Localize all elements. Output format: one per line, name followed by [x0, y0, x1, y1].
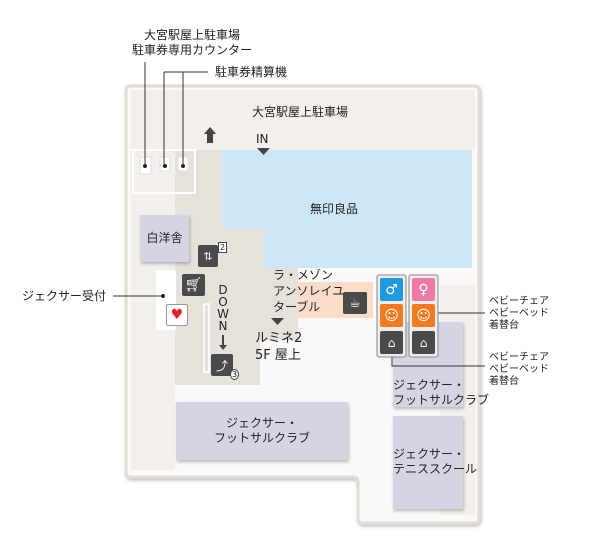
aed-icon[interactable]: ♥: [166, 304, 188, 326]
in-arrow-icon: [257, 148, 270, 155]
ticket-machine-label: 駐車券精算機: [215, 65, 288, 79]
hakuyosha-area: [140, 215, 189, 262]
up-arrow-icon: [204, 127, 216, 143]
futsal-large-area: [176, 402, 348, 460]
baby-care-icon[interactable]: ☺: [412, 304, 435, 327]
elevator-icon[interactable]: ⇅: [198, 245, 218, 267]
mens-toilet-icon[interactable]: ♂: [380, 278, 403, 301]
muji-label: 無印良品: [310, 202, 359, 216]
baby-care-icon[interactable]: ☺: [380, 304, 403, 327]
in-label: IN: [256, 132, 269, 146]
escalator-icon[interactable]: ⤴: [211, 354, 233, 376]
escalator-badge: 3: [230, 369, 240, 380]
escalator-rail: [203, 303, 210, 373]
womens-toilet-icon[interactable]: ♀: [412, 278, 435, 301]
parking-counter-label: 大宮駅屋上駐車場駐車券専用カウンター: [132, 28, 253, 57]
baby-facilities-label-2: ベビーチェアベビーベッド着替台: [489, 352, 549, 387]
parking-area-label: 大宮駅屋上駐車場: [252, 105, 349, 119]
lumine-arrow-icon: [271, 318, 284, 325]
fitting-room-icon[interactable]: ⌂: [380, 331, 403, 354]
fitting-room-icon[interactable]: ⌂: [412, 331, 435, 354]
muji-area: [222, 150, 472, 268]
tennis-label: ジェクサー・テニススクール: [393, 447, 478, 476]
baby-facilities-label-1: ベビーチェアベビーベッド着替台: [489, 296, 549, 331]
leader-lines: [113, 62, 485, 367]
jexer-reception-label: ジェクサー受付: [22, 289, 107, 303]
down-label: DOWN: [217, 283, 229, 333]
top-area: [131, 90, 475, 150]
futsal-large-label: ジェクサー・フットサルクラブ: [213, 416, 310, 445]
cart-icon[interactable]: 🛒︎: [182, 274, 205, 296]
la-maison-label: ラ・メゾンアンソレイユターブル: [273, 268, 345, 314]
cafe-icon[interactable]: ☕︎: [343, 292, 367, 314]
hakuyosha-label: 白洋舎: [146, 231, 183, 245]
elevator-badge: 2: [218, 242, 228, 253]
tennis-area: [393, 416, 463, 509]
futsal-small-label: ジェクサー・フットサルクラブ: [393, 378, 490, 407]
